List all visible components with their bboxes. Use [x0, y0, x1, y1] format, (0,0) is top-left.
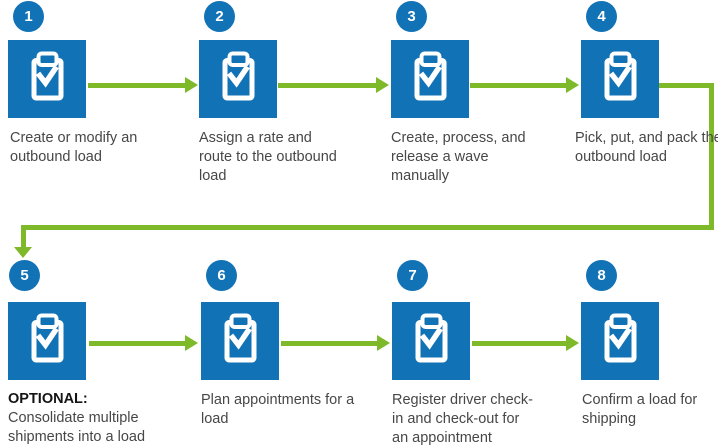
step-8-tile — [581, 302, 659, 380]
step-6-number-badge: 6 — [206, 260, 237, 291]
clipboard-check-icon — [8, 40, 86, 118]
arrow-5-6-shaft — [89, 341, 185, 346]
arrow-3-4-shaft — [470, 83, 566, 88]
step-8-label-line-2: shipping — [582, 411, 637, 427]
arrow-7-8-shaft — [472, 341, 566, 346]
step-5-number-badge: 5 — [9, 260, 40, 291]
step-2-label-line-3: load — [199, 168, 227, 184]
step-1-number-badge: 1 — [13, 1, 44, 32]
arrow-1-2-head-icon — [185, 77, 198, 93]
step-3-number: 3 — [407, 8, 416, 25]
clipboard-check-icon — [581, 302, 659, 380]
step-4-tile — [581, 40, 659, 118]
step-4-number: 4 — [597, 8, 606, 25]
step-2-number-badge: 2 — [204, 1, 235, 32]
step-7-label: Register driver check- in and check-out … — [392, 391, 533, 447]
connector-4-5-head-icon — [14, 247, 32, 258]
connector-4-5-segment-across — [21, 225, 714, 230]
step-5-tile — [8, 302, 86, 380]
step-3-label-line-2: release a wave — [391, 149, 489, 165]
arrow-1-2-shaft — [88, 83, 185, 88]
step-8-label: Confirm a load for shipping — [582, 391, 697, 429]
step-1-tile — [8, 40, 86, 118]
step-6-label-line-1: Plan appointments for a — [201, 392, 355, 408]
step-2-label: Assign a rate and route to the outbound … — [199, 129, 337, 186]
step-8-number: 8 — [597, 267, 606, 284]
clipboard-check-icon — [8, 302, 86, 380]
step-7-number: 7 — [408, 267, 417, 284]
arrow-6-7-head-icon — [377, 335, 390, 351]
step-5-label-line-2: Consolidate multiple — [8, 410, 139, 426]
clipboard-check-icon — [201, 302, 279, 380]
step-3-label-line-3: manually — [391, 168, 450, 184]
arrow-3-4-head-icon — [566, 77, 579, 93]
step-6-number: 6 — [217, 267, 226, 284]
arrow-5-6-head-icon — [185, 335, 198, 351]
step-2-label-line-1: Assign a rate and — [199, 130, 312, 146]
step-7-label-line-2: in and check-out for — [392, 411, 520, 427]
step-8-label-line-1: Confirm a load for — [582, 392, 698, 408]
connector-4-5-segment-down-left — [21, 225, 26, 247]
arrow-2-3-shaft — [278, 83, 376, 88]
arrow-2-3-head-icon — [376, 77, 389, 93]
step-1-label-line-1: Create or modify an — [10, 130, 138, 146]
step-5-optional-prefix: OPTIONAL: — [8, 391, 88, 407]
clipboard-check-icon — [199, 40, 277, 118]
clipboard-check-icon — [581, 40, 659, 118]
step-3-label: Create, process, and release a wave manu… — [391, 129, 526, 186]
clipboard-check-icon — [391, 40, 469, 118]
step-7-number-badge: 7 — [397, 260, 428, 291]
connector-4-5-segment-right — [659, 83, 714, 88]
step-3-number-badge: 3 — [396, 1, 427, 32]
step-2-tile — [199, 40, 277, 118]
step-7-label-line-1: Register driver check- — [392, 392, 534, 408]
step-5-label-line-3: shipments into a load — [8, 429, 146, 445]
step-1-number: 1 — [24, 8, 33, 25]
step-5-label: OPTIONAL: Consolidate multiple shipments… — [8, 390, 145, 447]
arrow-6-7-shaft — [281, 341, 377, 346]
step-1-label-line-2: outbound load — [10, 149, 102, 165]
step-7-label-line-3: an appointment — [392, 430, 492, 446]
step-2-number: 2 — [215, 8, 224, 25]
connector-4-5-segment-down-right — [709, 83, 714, 230]
step-4-label: Pick, put, and pack the outbound load — [575, 129, 718, 167]
clipboard-check-icon — [392, 302, 470, 380]
step-5-number: 5 — [20, 267, 29, 284]
arrow-7-8-head-icon — [566, 335, 579, 351]
step-8-number-badge: 8 — [586, 260, 617, 291]
step-4-label-line-2: outbound load — [575, 149, 667, 165]
step-6-label: Plan appointments for a load — [201, 391, 354, 429]
step-1-label: Create or modify an outbound load — [10, 129, 137, 167]
step-2-label-line-2: route to the outbound — [199, 149, 337, 165]
step-6-tile — [201, 302, 279, 380]
step-7-tile — [392, 302, 470, 380]
step-3-label-line-1: Create, process, and — [391, 130, 526, 146]
step-6-label-line-2: load — [201, 411, 229, 427]
step-4-label-line-1: Pick, put, and pack the — [575, 130, 718, 146]
step-3-tile — [391, 40, 469, 118]
step-4-number-badge: 4 — [586, 1, 617, 32]
